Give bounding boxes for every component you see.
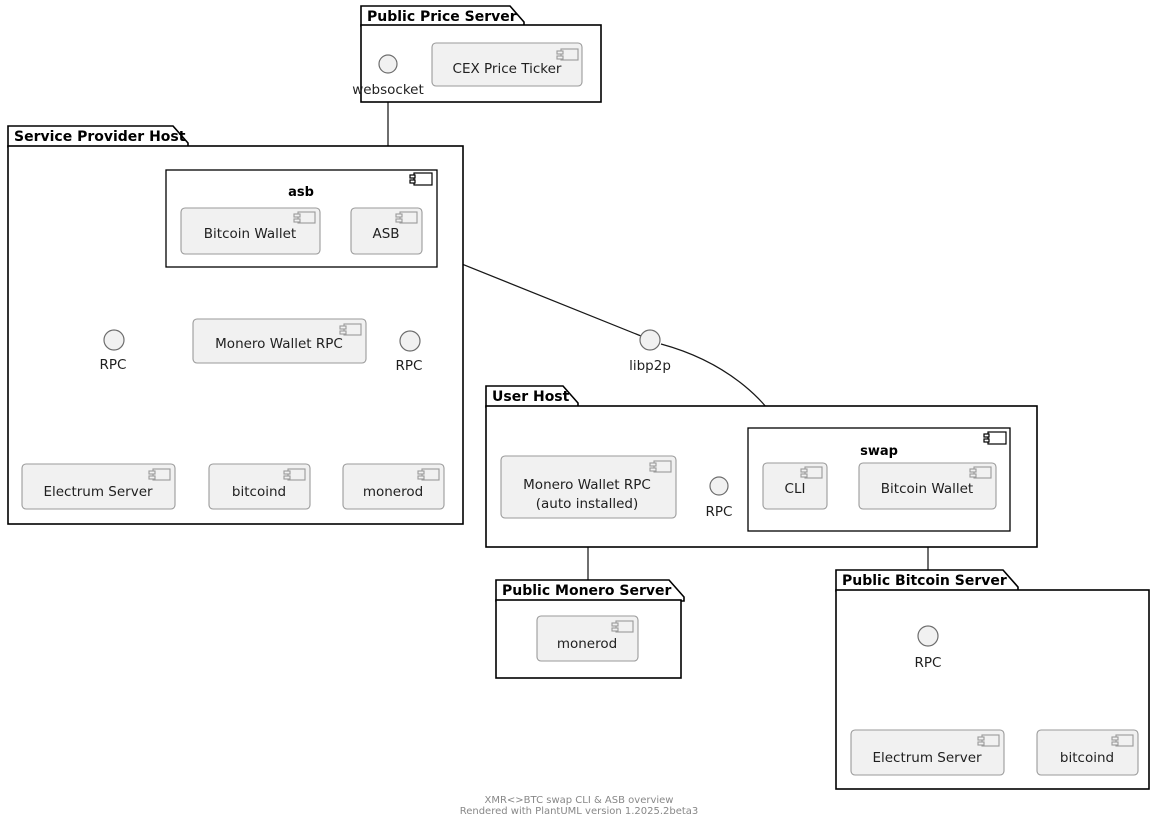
component-label-asb-core: ASB: [372, 226, 399, 242]
node-title-user-host: User Host: [492, 389, 570, 405]
component-sp-electrum-server[interactable]: Electrum Server: [21, 463, 176, 510]
interface-circle-sp-rpc-left: [103, 329, 125, 351]
interface-label-sp-rpc-right: RPC: [396, 358, 423, 374]
component-label-asb-bitcoin-wallet: Bitcoin Wallet: [204, 226, 296, 242]
node-title-public-monero-server: Public Monero Server: [502, 583, 672, 599]
node-component-icon: [983, 431, 1007, 445]
interface-circle-libp2p: [639, 329, 661, 351]
component-label-sp-electrum-server: Electrum Server: [43, 484, 153, 500]
interface-circle-websocket: [378, 54, 398, 74]
interface-circle-user-rpc: [709, 476, 729, 496]
node-public-bitcoin-server[interactable]: Public Bitcoin Server RPC Electrum Serve…: [835, 569, 1150, 790]
component-box-asb-bitcoin-wallet: [180, 207, 321, 255]
component-pb-electrum-server[interactable]: Electrum Server: [850, 729, 1005, 776]
component-label-swap-cli: CLI: [785, 481, 806, 497]
interface-sp-rpc-left[interactable]: RPC: [100, 329, 127, 373]
component-box-sp-bitcoind: [208, 463, 311, 510]
component-public-monerod[interactable]: monerod: [536, 615, 639, 662]
component-asb-bitcoin-wallet[interactable]: Bitcoin Wallet: [180, 207, 321, 255]
component-icon: [1111, 734, 1134, 747]
component-label-swap-bitcoin-wallet: Bitcoin Wallet: [881, 481, 973, 497]
interface-label-libp2p: libp2p: [629, 358, 671, 374]
node-user-host[interactable]: User Host Monero Wallet RPC (auto instal…: [485, 385, 1038, 548]
component-icon: [977, 734, 1000, 747]
component-label-sp-monerod: monerod: [363, 484, 423, 500]
node-tab-public-monero-server: [495, 579, 685, 602]
node-tab-public-bitcoin-server: [835, 569, 1019, 592]
component-sp-monero-wallet-rpc[interactable]: Monero Wallet RPC: [192, 318, 367, 364]
component-label-user-monero-wallet-rpc-line1: Monero Wallet RPC: [523, 477, 651, 493]
component-label-pb-electrum-server: Electrum Server: [872, 750, 982, 766]
component-swap-bitcoin-wallet[interactable]: Bitcoin Wallet: [858, 462, 997, 510]
node-service-provider-host[interactable]: Service Provider Host asb: [7, 125, 464, 525]
component-user-monero-wallet-rpc[interactable]: Monero Wallet RPC (auto installed): [500, 455, 677, 519]
node-public-price-server[interactable]: Public Price Server CEX Price Ticker web…: [352, 5, 602, 103]
component-box-public-monerod: [536, 615, 639, 662]
interface-label-sp-rpc-left: RPC: [100, 357, 127, 373]
component-icon: [417, 468, 440, 481]
component-icon: [283, 468, 306, 481]
component-box-user-monero-wallet-rpc: [500, 455, 677, 519]
component-icon: [611, 620, 634, 633]
component-label-sp-bitcoind: bitcoind: [232, 484, 286, 500]
interface-user-rpc[interactable]: RPC: [706, 476, 733, 520]
component-box-cex-price-ticker: [431, 42, 583, 87]
component-box-pb-bitcoind: [1036, 729, 1139, 776]
node-public-monero-server[interactable]: Public Monero Server monerod: [495, 579, 685, 679]
component-icon: [649, 460, 672, 473]
package-swap[interactable]: swap CLI: [747, 427, 1011, 532]
interface-circle-pb-rpc: [917, 625, 939, 647]
component-box-swap-bitcoin-wallet: [858, 462, 997, 510]
component-label-user-monero-wallet-rpc-line2: (auto installed): [536, 496, 639, 512]
interface-sp-rpc-right[interactable]: RPC: [396, 330, 423, 374]
component-cex-price-ticker[interactable]: CEX Price Ticker: [431, 42, 583, 87]
interface-label-user-rpc: RPC: [706, 504, 733, 520]
component-icon: [556, 48, 579, 61]
component-label-public-monerod: monerod: [557, 636, 617, 652]
component-swap-cli[interactable]: CLI: [762, 462, 828, 510]
diagram-footer: XMR<>BTC swap CLI & ASB overview Rendere…: [460, 795, 699, 817]
node-tab-service-provider-host: [7, 125, 189, 148]
component-box-pb-electrum-server: [850, 729, 1005, 776]
node-title-service-provider-host: Service Provider Host: [14, 129, 186, 145]
package-asb[interactable]: asb Bitcoin Wallet: [165, 169, 438, 268]
interface-label-websocket: websocket: [352, 82, 424, 98]
interface-libp2p[interactable]: libp2p: [629, 329, 671, 374]
interface-pb-rpc[interactable]: RPC: [915, 625, 942, 671]
interface-circle-sp-rpc-right: [399, 330, 421, 352]
component-icon: [395, 211, 418, 224]
component-icon: [969, 466, 992, 479]
component-icon: [293, 211, 316, 224]
component-sp-monerod[interactable]: monerod: [342, 463, 445, 510]
component-box-sp-monerod: [342, 463, 445, 510]
component-label-sp-monero-wallet-rpc: Monero Wallet RPC: [215, 336, 343, 352]
component-icon: [800, 466, 823, 479]
node-title-public-price-server: Public Price Server: [367, 9, 517, 25]
node-title-public-bitcoin-server: Public Bitcoin Server: [842, 573, 1007, 589]
node-tab-public-price-server: [360, 5, 525, 27]
interface-websocket[interactable]: websocket: [352, 54, 424, 98]
package-title-swap: swap: [860, 444, 898, 459]
component-icon: [148, 468, 171, 481]
component-label-cex-price-ticker: CEX Price Ticker: [453, 61, 562, 77]
component-asb-core[interactable]: ASB: [350, 207, 423, 255]
footer-title: XMR<>BTC swap CLI & ASB overview: [485, 795, 674, 806]
interface-label-pb-rpc: RPC: [915, 655, 942, 671]
component-label-pb-bitcoind: bitcoind: [1060, 750, 1114, 766]
component-box-sp-electrum-server: [21, 463, 176, 510]
node-component-icon: [409, 172, 433, 186]
component-box-sp-monero-wallet-rpc: [192, 318, 367, 364]
component-icon: [339, 323, 362, 336]
footer-renderer-note: Rendered with PlantUML version 1.2025.2b…: [460, 806, 699, 817]
component-sp-bitcoind[interactable]: bitcoind: [208, 463, 311, 510]
package-title-asb: asb: [288, 185, 314, 200]
node-tab-user-host: [485, 385, 579, 408]
component-pb-bitcoind[interactable]: bitcoind: [1036, 729, 1139, 776]
